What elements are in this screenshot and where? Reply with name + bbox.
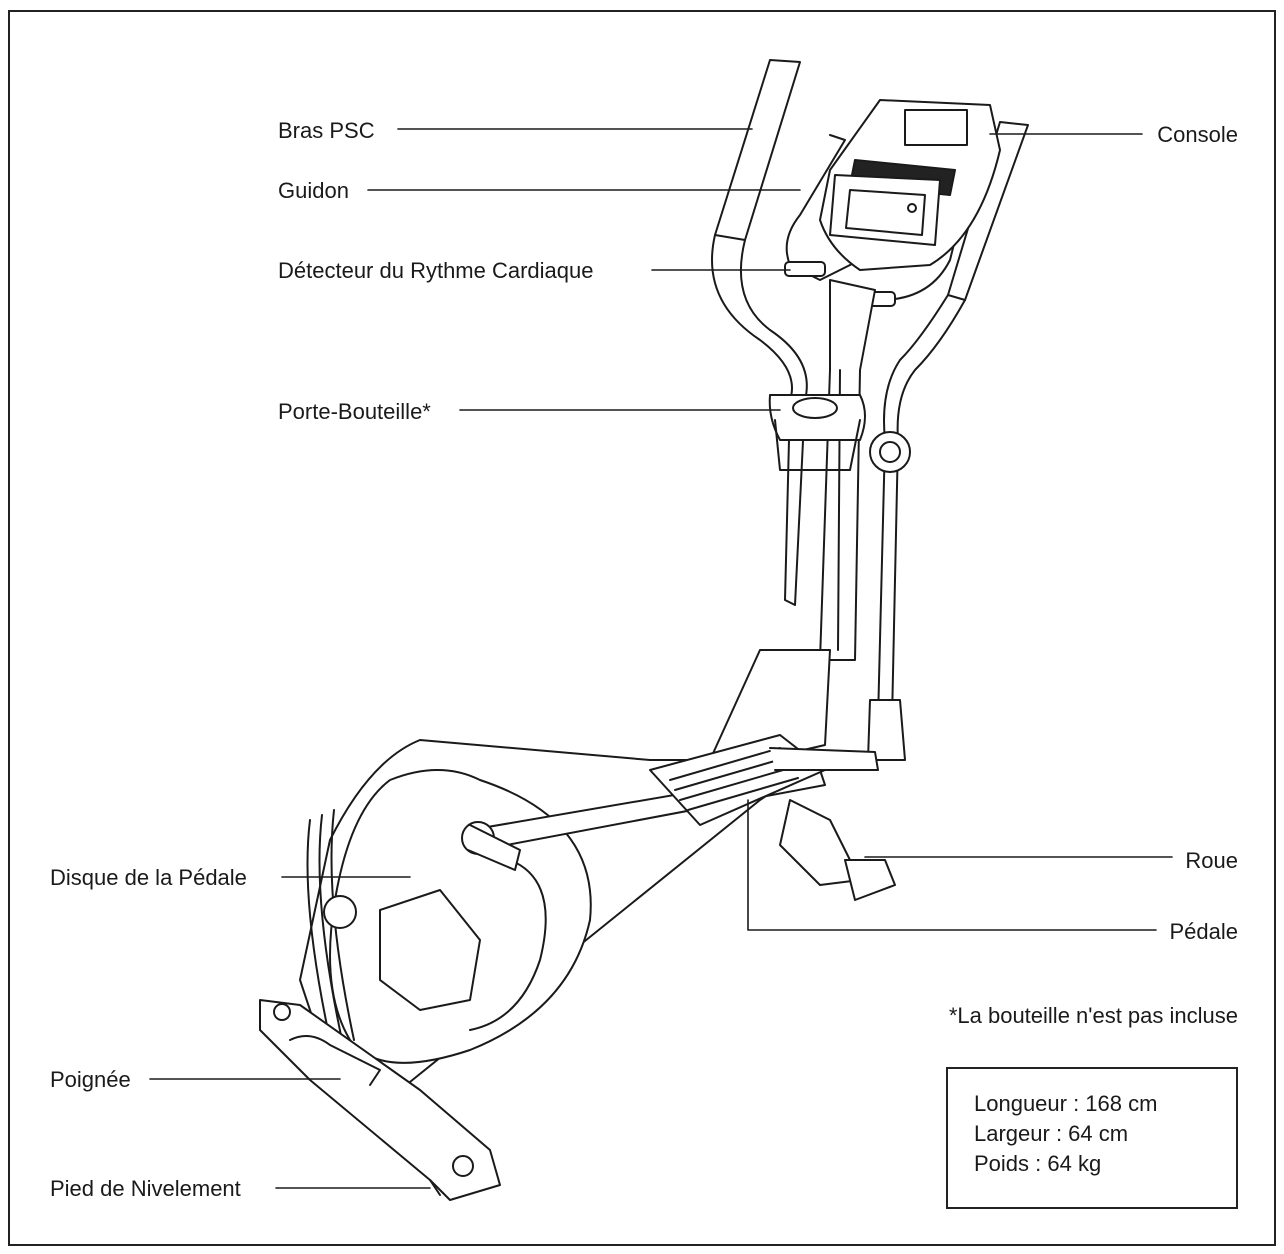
spec-largeur: Largeur : 64 cm [974, 1121, 1129, 1146]
right-psc-arm [867, 121, 1029, 761]
left-psc-arm [711, 59, 808, 606]
leader-lines [149, 128, 1173, 1189]
diagram-frame [8, 10, 1276, 1246]
leader-pedale [747, 799, 1157, 931]
label-porte-bouteille: Porte-Bouteille* [278, 399, 431, 424]
footnote-bottle: *La bouteille n'est pas incluse [948, 1003, 1238, 1028]
label-pedale: Pédale [1169, 919, 1238, 944]
label-poignee: Poignée [50, 1067, 131, 1092]
rear-stabilizer [769, 747, 896, 901]
bottle-holder [768, 394, 911, 473]
label-roue: Roue [1185, 848, 1238, 873]
label-disque-pedale: Disque de la Pédale [50, 865, 247, 890]
front-stabilizer [259, 999, 501, 1201]
label-pied-nivelement: Pied de Nivelement [50, 1176, 241, 1201]
spec-poids: Poids : 64 kg [974, 1151, 1102, 1176]
label-bras-psc: Bras PSC [278, 118, 375, 143]
pedal-disc [306, 769, 592, 1064]
label-guidon: Guidon [278, 178, 349, 203]
spec-longueur: Longueur : 168 cm [974, 1091, 1158, 1116]
specifications-box: Longueur : 168 cm Largeur : 64 cm Poids … [946, 1067, 1238, 1209]
label-console: Console [1157, 122, 1238, 147]
label-detecteur-rythme-cardiaque: Détecteur du Rythme Cardiaque [278, 258, 594, 283]
console-unit [819, 99, 1001, 271]
